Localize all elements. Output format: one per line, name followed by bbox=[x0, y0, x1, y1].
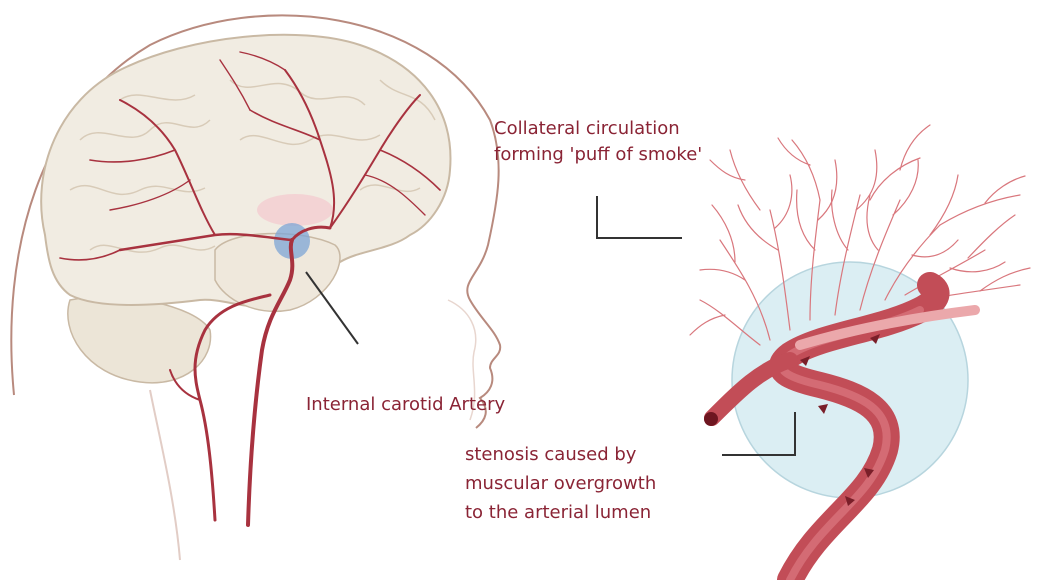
stenosis-label: stenosis caused by muscular overgrowth t… bbox=[465, 440, 656, 527]
cerebellum bbox=[68, 297, 211, 383]
ica-pointer-line bbox=[306, 272, 358, 344]
neck-outline bbox=[150, 390, 180, 560]
collateral-circulation-label: Collateral circulation forming 'puff of … bbox=[494, 116, 702, 168]
collateral-label-line2: forming 'puff of smoke' bbox=[494, 142, 702, 168]
stenosis-label-line1: stenosis caused by bbox=[465, 440, 656, 469]
vessel-detail bbox=[690, 125, 1030, 580]
brain-illustration bbox=[41, 35, 450, 383]
stenosis-label-line2: muscular overgrowth bbox=[465, 469, 656, 498]
puff-region bbox=[257, 194, 333, 226]
collateral-label-line1: Collateral circulation bbox=[494, 116, 702, 142]
stenosis-label-line3: to the arterial lumen bbox=[465, 498, 656, 527]
collateral-pointer-line bbox=[597, 196, 682, 238]
artery-opening bbox=[704, 412, 718, 426]
internal-carotid-artery-label: Internal carotid Artery bbox=[306, 392, 505, 418]
